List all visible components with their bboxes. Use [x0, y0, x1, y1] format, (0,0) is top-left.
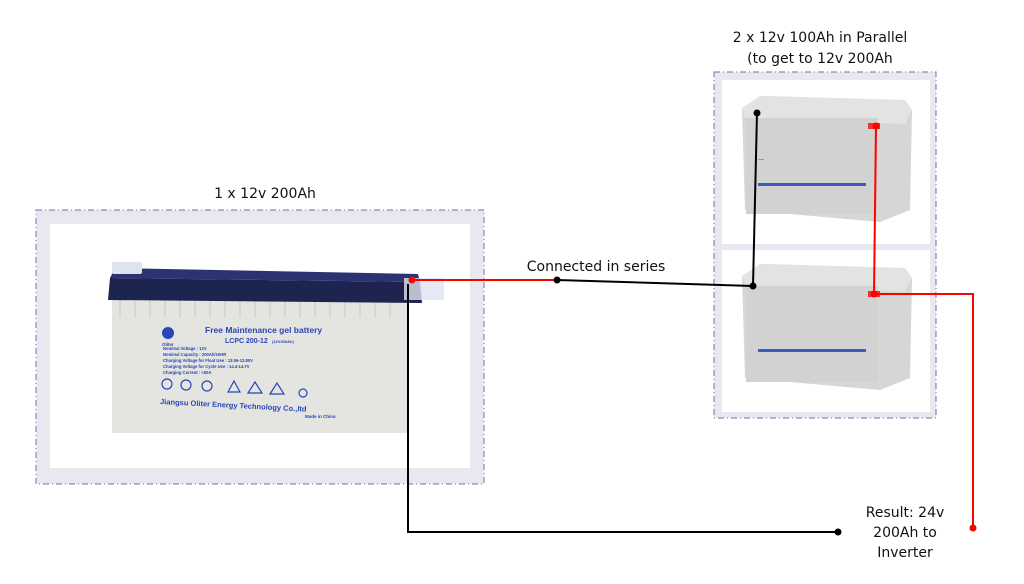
brand-name: Oliter — [162, 342, 174, 347]
spec-line: Charging Current : <50A — [163, 370, 212, 375]
result-label-line1: Result: 24v — [866, 505, 945, 521]
battery-12v-100ah-top: … — [742, 96, 912, 222]
svg-text:…: … — [758, 156, 764, 162]
battery-12v-100ah-bottom — [742, 264, 912, 390]
series-label: Connected in series — [527, 259, 666, 275]
safety-icons — [161, 378, 308, 398]
output-positive-wire — [874, 293, 974, 528]
parallel-positive-wire — [873, 125, 877, 295]
spec-line: Charging Voltage for Cycle Use : 14.4-14… — [163, 364, 250, 369]
spec-line: Charging Voltage for Float Use : 13.56-1… — [163, 358, 253, 363]
battery-12v-200ah: Oliter Free Maintenance gel battery LCPC… — [108, 262, 444, 433]
brand-logo-icon — [162, 327, 174, 339]
battery-origin: Made in China — [305, 414, 336, 419]
parallel-negative-wire — [752, 112, 758, 287]
wires — [407, 112, 974, 533]
terminal-dots — [408, 109, 977, 536]
result-label-line2: 200Ah to — [873, 525, 937, 541]
single-battery-label: 1 x 12v 200Ah — [214, 186, 316, 202]
battery-model: LCPC 200-12 — [225, 338, 268, 345]
spec-line: Nominal Capacity : 200Ah/10HR — [163, 352, 226, 357]
output-negative-wire — [407, 284, 838, 533]
spec-line: Nominal Voltage : 12V — [163, 346, 207, 351]
series-negative-wire — [556, 279, 754, 287]
parallel-label-line1: 2 x 12v 100Ah in Parallel — [733, 30, 908, 46]
battery-model-note: (12V200Ah) — [272, 339, 294, 344]
result-label-line3: Inverter — [877, 545, 933, 561]
battery-title: Free Maintenance gel battery — [205, 325, 322, 335]
parallel-label-line2: (to get to 12v 200Ah — [747, 51, 893, 67]
